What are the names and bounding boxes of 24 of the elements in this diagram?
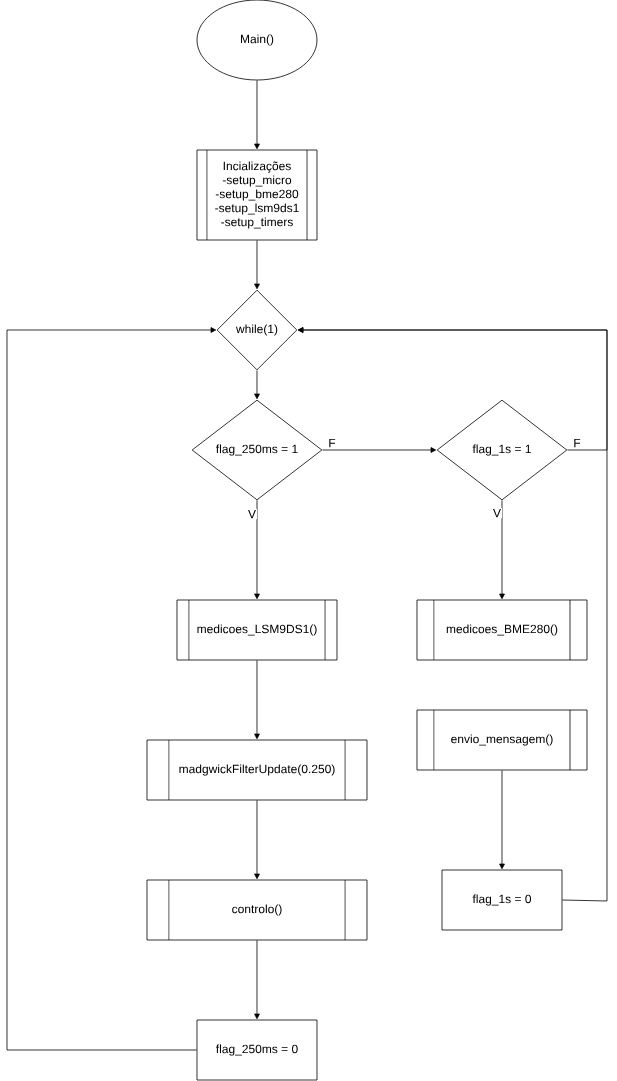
edge-label: F xyxy=(327,437,337,449)
edge-label: V xyxy=(247,508,257,520)
arrow xyxy=(254,940,260,1020)
arrow xyxy=(6,327,217,1051)
arrow xyxy=(499,500,505,600)
arrow xyxy=(254,370,260,400)
subroutine-box: medicoes_LSM9DS1() xyxy=(176,599,338,661)
arrow xyxy=(499,770,505,870)
subroutine-box: madgwickFilterUpdate(0.250) xyxy=(146,739,368,801)
arrow xyxy=(254,240,260,290)
process-box: flag_1s = 0 xyxy=(441,869,563,931)
edge-label: V xyxy=(492,507,502,519)
arrow xyxy=(297,327,608,902)
subroutine-box: Incializações -setup_micro -setup_bme280 -setup_lsm9ds1 -setup_timers xyxy=(196,149,318,241)
arrow xyxy=(254,660,260,740)
arrow xyxy=(322,447,437,453)
arrow xyxy=(254,500,260,600)
subroutine-box: envio_mensagem() xyxy=(416,709,588,771)
subroutine-box: controlo() xyxy=(146,879,368,941)
edge-label: F xyxy=(572,437,582,449)
subroutine-box: medicoes_BME280() xyxy=(416,599,588,661)
arrow xyxy=(254,80,260,150)
process-box: flag_250ms = 0 xyxy=(196,1019,318,1081)
arrow xyxy=(254,800,260,880)
